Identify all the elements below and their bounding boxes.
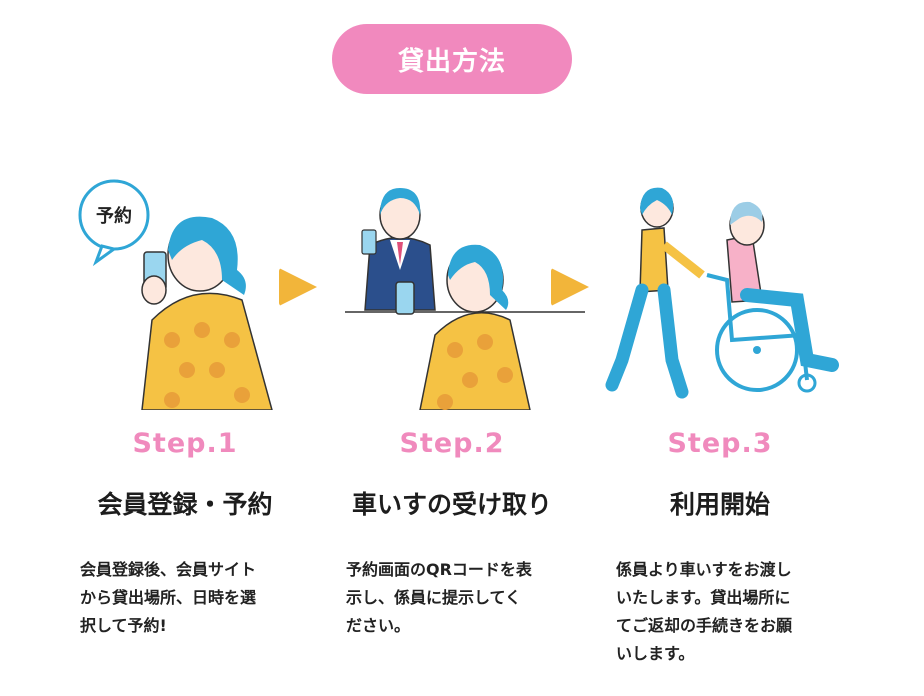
step-2-label: Step.2 <box>399 428 505 459</box>
description-line: 予約画面のQRコードを表 <box>346 560 532 579</box>
description-line: ださい。 <box>346 616 411 635</box>
step-3-description: 係員より車いすをお渡し いたします。貸出場所に てご返却の手続きをお願 いします… <box>616 556 836 668</box>
description-line: いします。 <box>616 644 695 663</box>
next-arrow-icon <box>279 268 317 306</box>
section-title-badge: 貸出方法 <box>332 24 572 94</box>
step2-illustration-show-qr <box>345 188 585 410</box>
step-3-label: Step.3 <box>667 428 773 459</box>
description-line: 係員より車いすをお渡し <box>616 560 792 579</box>
step-1-title: 会員登録・予約 <box>97 490 273 519</box>
next-arrow-icon <box>551 268 589 306</box>
step-2-description: 予約画面のQRコードを表 示し、係員に提示してく ださい。 <box>346 556 566 640</box>
step-1-label: Step.1 <box>132 428 238 459</box>
description-line: 会員登録後、会員サイト <box>80 560 257 579</box>
description-line: 示し、係員に提示してく <box>346 588 522 607</box>
step3-illustration-wheelchair <box>605 187 839 399</box>
description-line: いたします。貸出場所に <box>616 588 791 607</box>
step-1-description: 会員登録後、会員サイト から貸出場所、日時を選 択して予約! <box>80 556 300 640</box>
wheel-icon <box>715 308 799 392</box>
description-line: から貸出場所、日時を選 <box>80 588 257 607</box>
step-3-title: 利用開始 <box>669 490 770 519</box>
smartphone-qr-icon <box>395 281 415 315</box>
step-2-title: 車いすの受け取り <box>351 490 552 519</box>
description-line: てご返却の手続きをお願 <box>616 616 793 635</box>
step1-illustration-reserve-phone: 予約 <box>78 179 273 410</box>
description-line: 択して予約! <box>80 616 167 635</box>
bubble-text: 予約 <box>96 205 132 227</box>
section-title: 貸出方法 <box>397 46 506 77</box>
